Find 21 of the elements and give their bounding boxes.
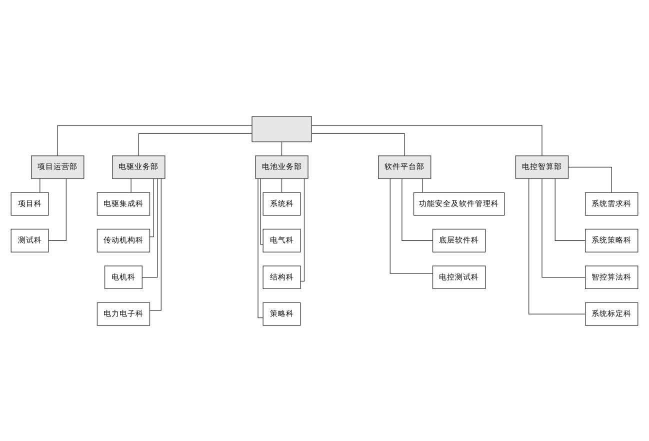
connector — [281, 178, 282, 192]
connector — [300, 178, 305, 281]
connector — [402, 178, 433, 240]
connector — [260, 178, 264, 244]
connector — [258, 178, 264, 318]
connector — [312, 132, 405, 156]
connector — [422, 178, 423, 192]
connector — [568, 166, 612, 192]
connector — [48, 178, 66, 240]
connector — [130, 178, 132, 192]
connector — [142, 178, 158, 278]
connector — [281, 141, 282, 156]
connector — [57, 124, 252, 156]
connector — [528, 178, 586, 314]
connector — [542, 178, 586, 278]
connector — [311, 124, 542, 156]
connector — [150, 178, 154, 237]
connector — [390, 178, 433, 274]
connector — [554, 178, 586, 240]
node-box — [252, 116, 312, 142]
connector — [138, 132, 252, 156]
